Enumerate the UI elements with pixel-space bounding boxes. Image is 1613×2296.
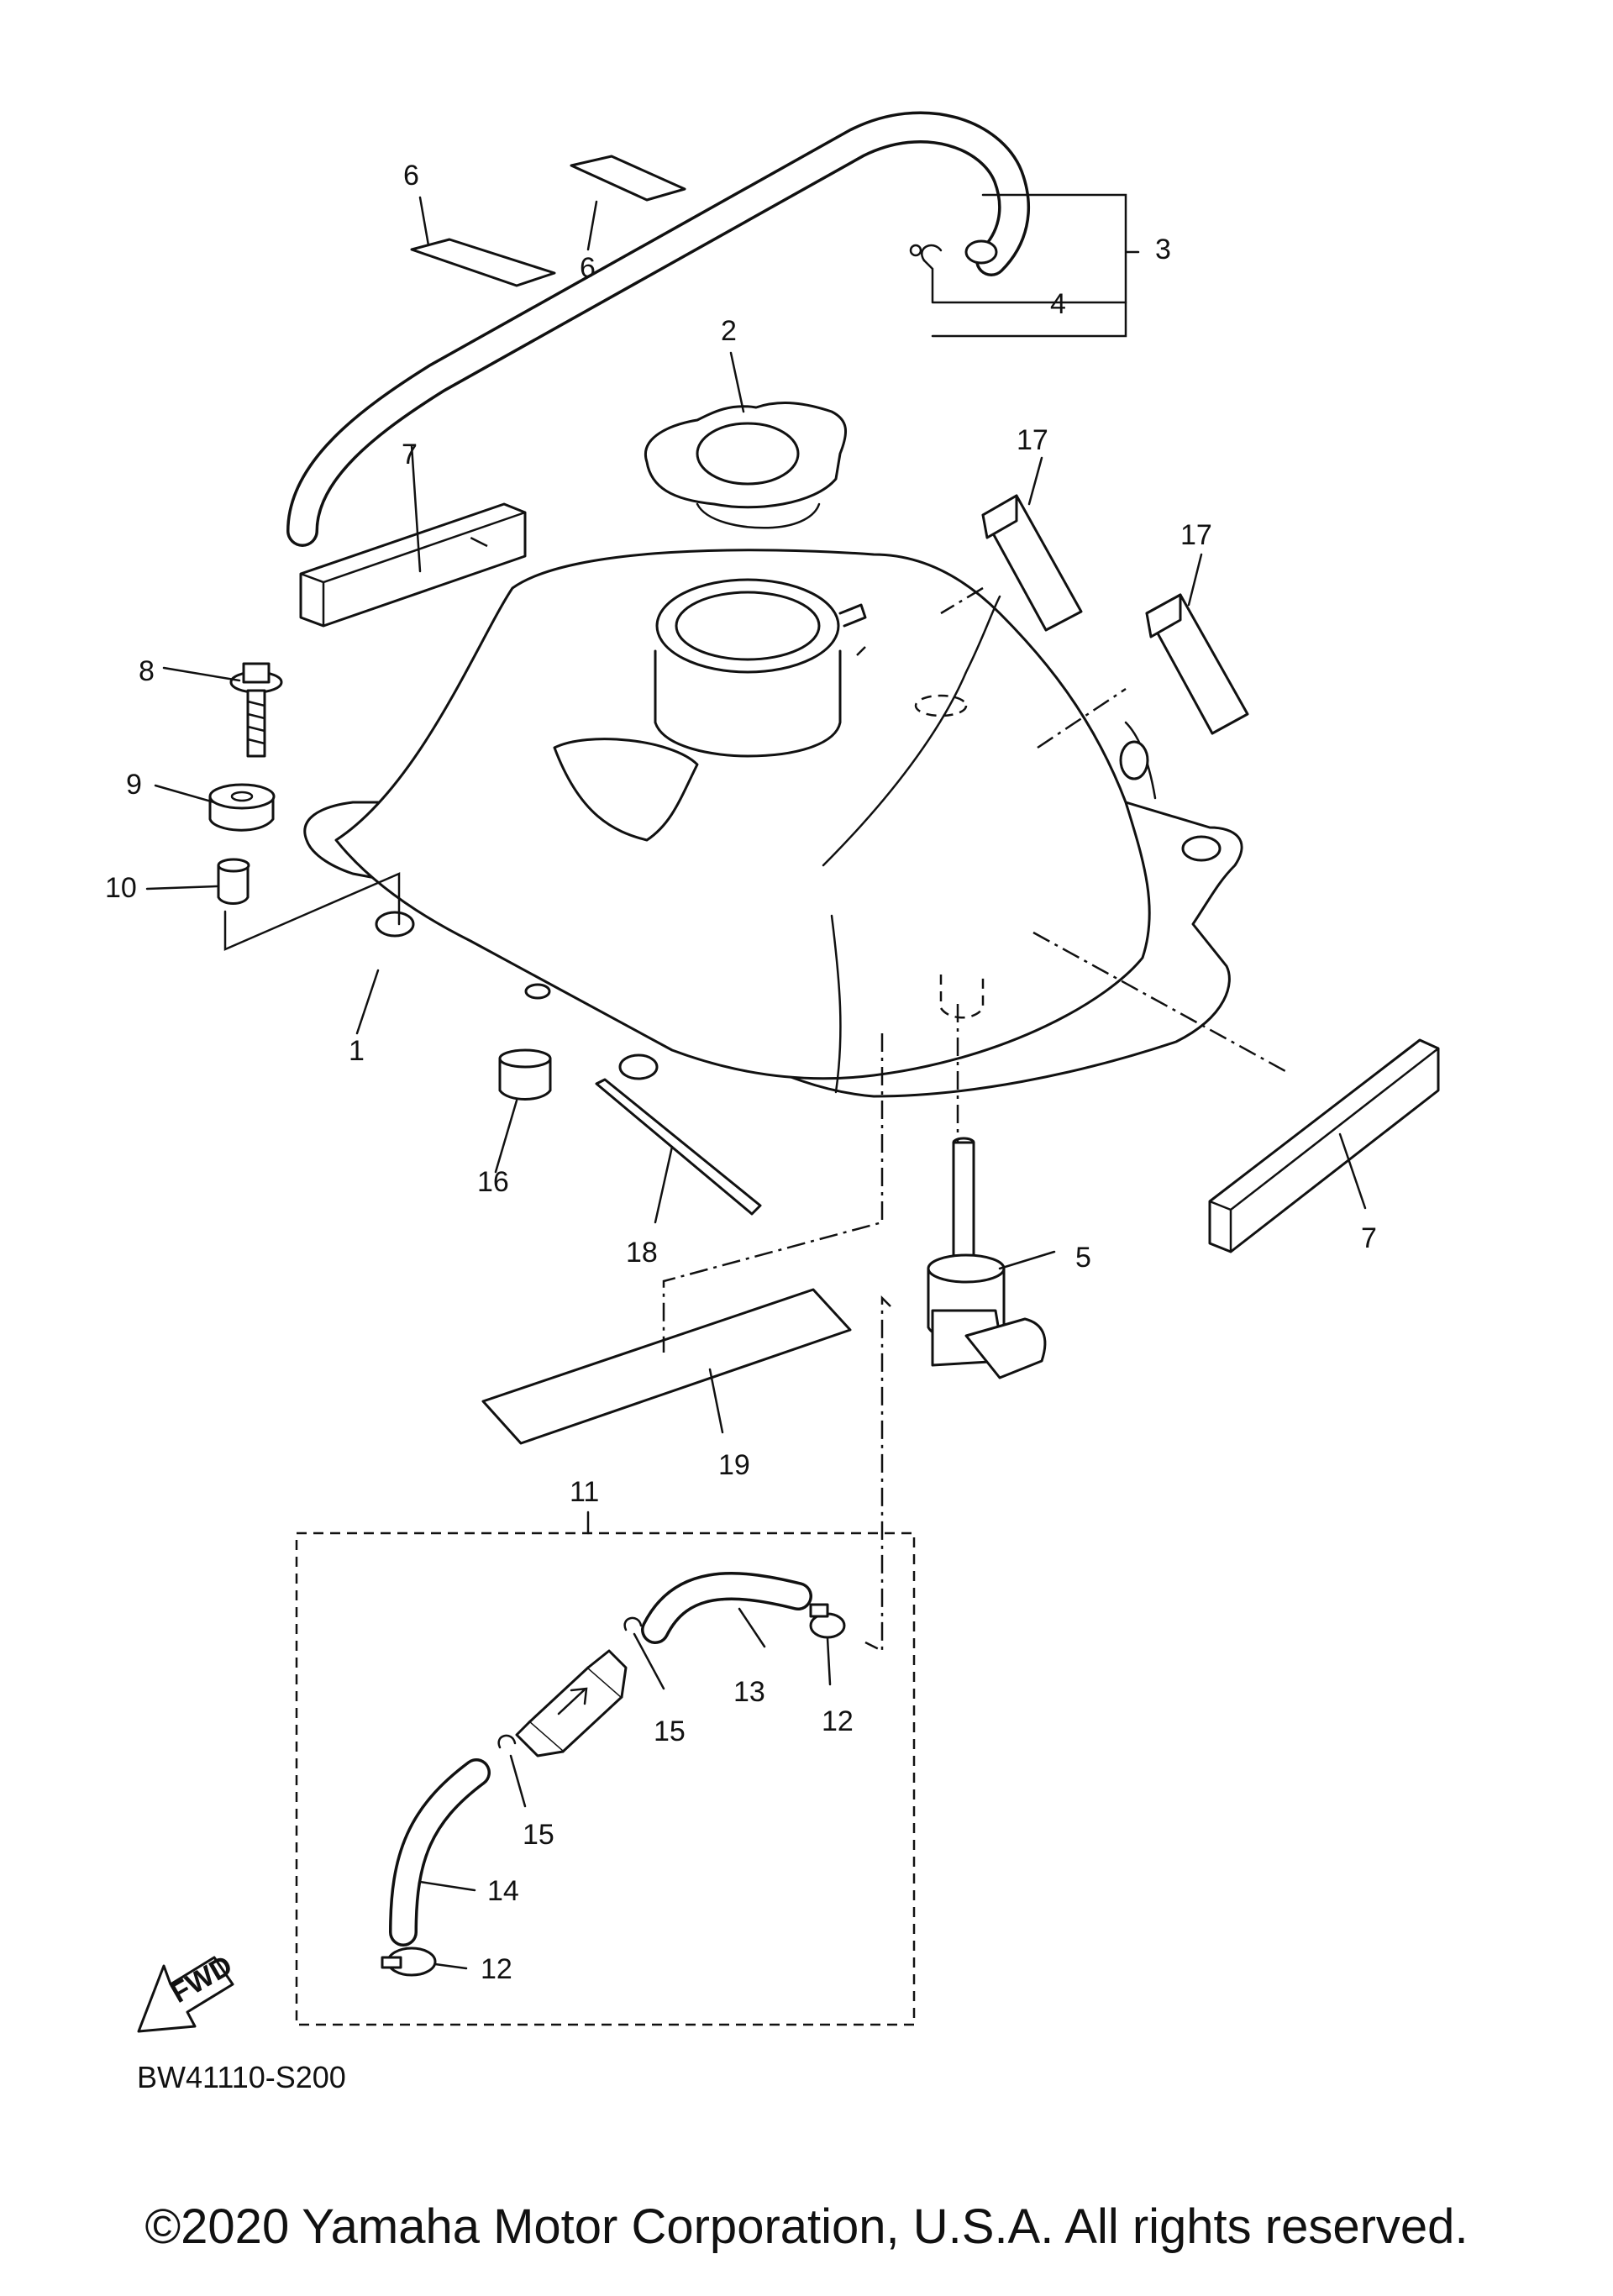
callout-16: 16 xyxy=(477,1166,509,1198)
callout-12: 12 xyxy=(481,1953,512,1985)
grommet xyxy=(498,1048,552,1101)
callout-1: 1 xyxy=(349,1035,365,1067)
callout-8: 8 xyxy=(139,655,155,687)
callout-18: 18 xyxy=(626,1237,658,1269)
fwd-arrow-icon: FWD xyxy=(137,1949,238,2033)
hose-clamp xyxy=(809,1603,846,1639)
fuel-tank xyxy=(303,549,1243,1098)
callout-11: 11 xyxy=(570,1476,599,1508)
fuel-filter-kit-box xyxy=(295,1532,916,2026)
bolt xyxy=(229,662,283,758)
callouts: 6 6 3 4 2 7 17 17 8 9 10 1 16 18 5 7 19 … xyxy=(105,160,1377,1985)
callout-19: 19 xyxy=(718,1449,750,1481)
fuel-tank-cap xyxy=(644,402,848,529)
filler-neck xyxy=(654,578,867,758)
callout-17: 17 xyxy=(1180,519,1212,551)
callout-7: 7 xyxy=(1361,1222,1377,1254)
fuel-cock xyxy=(927,1137,1047,1379)
callout-7: 7 xyxy=(402,439,418,470)
callout-13: 13 xyxy=(733,1676,765,1708)
callout-17: 17 xyxy=(1017,424,1048,456)
callout-6: 6 xyxy=(580,252,596,284)
protector-sheet xyxy=(481,1288,852,1445)
pad xyxy=(410,238,556,287)
fuel-hose-lower xyxy=(389,1758,491,1947)
callout-10: 10 xyxy=(105,872,137,904)
callout-3: 3 xyxy=(1155,234,1171,265)
damper xyxy=(981,494,1083,632)
callout-4: 4 xyxy=(1050,288,1066,320)
callout-15: 15 xyxy=(654,1715,686,1747)
callout-2: 2 xyxy=(721,315,737,347)
callout-12: 12 xyxy=(822,1705,854,1737)
callout-9: 9 xyxy=(126,769,142,801)
pad xyxy=(570,155,686,202)
leader-lines xyxy=(145,193,1367,1970)
callout-14: 14 xyxy=(487,1875,519,1907)
damper xyxy=(1145,593,1249,735)
callout-15: 15 xyxy=(523,1819,554,1851)
callout-6: 6 xyxy=(403,160,419,192)
hose-clip xyxy=(909,244,943,262)
grommet xyxy=(208,783,276,832)
damper xyxy=(299,502,527,628)
callout-5: 5 xyxy=(1075,1242,1091,1274)
fuel-filter xyxy=(515,1649,628,1757)
clip xyxy=(623,1616,643,1631)
damper xyxy=(1208,1038,1440,1253)
collar xyxy=(217,858,250,905)
diagram-code: BW41110-S200 xyxy=(137,2060,346,2094)
damper-strip xyxy=(595,1078,762,1216)
clip xyxy=(497,1734,517,1749)
hose-clamp xyxy=(381,1947,437,1977)
breather-hose xyxy=(286,111,1030,547)
fuel-hose xyxy=(641,1572,812,1644)
copyright-notice: ©2020 Yamaha Motor Corporation, U.S.A. A… xyxy=(144,2199,1469,2254)
